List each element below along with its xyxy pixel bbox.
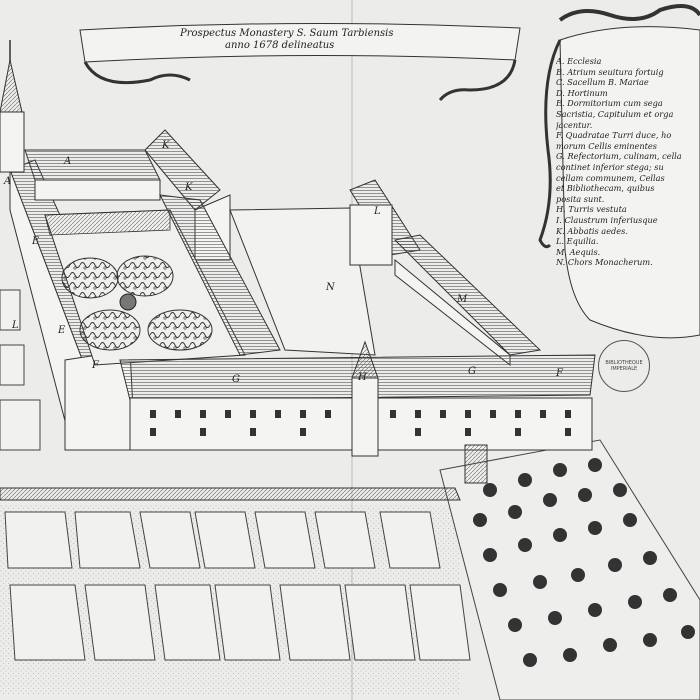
cloister-garden bbox=[44, 209, 246, 366]
plan-label: K bbox=[185, 182, 193, 193]
legend-entry: C. Sacellum B. Mariae bbox=[556, 77, 649, 88]
plan-label: A bbox=[4, 176, 12, 187]
plan-label: E bbox=[58, 325, 66, 336]
legend-entry: E. Dormitorium cum sega bbox=[556, 98, 663, 109]
plan-label: K bbox=[162, 140, 170, 151]
legend-entry: posita sunt. bbox=[556, 193, 605, 204]
garden-plots bbox=[0, 505, 471, 695]
old-tower bbox=[351, 340, 379, 457]
legend-entry: I. Claustrum inferiusque bbox=[556, 214, 658, 225]
title-banner bbox=[79, 22, 521, 102]
monks-courtyard bbox=[229, 207, 376, 356]
plan-label: L bbox=[12, 320, 19, 331]
legend-entry: N. Chors Monacherum. bbox=[556, 257, 653, 268]
plan-label: G bbox=[468, 366, 476, 377]
striped-gate bbox=[464, 444, 488, 484]
plan-label: F bbox=[556, 368, 563, 379]
plan-label: H bbox=[358, 372, 367, 383]
legend-entry: L. Equilia. bbox=[556, 236, 599, 247]
plan-label: M bbox=[457, 294, 468, 305]
legend-entry: jacentur. bbox=[556, 119, 593, 130]
legend-entry: F. Quadratae Turri duce, ho bbox=[556, 130, 672, 141]
church-tower bbox=[0, 40, 25, 173]
legend-entry: cellam communem, Cellas bbox=[556, 172, 665, 183]
plan-label: G bbox=[232, 374, 240, 385]
legend-entry: G. Refectorium, culinam, cella bbox=[556, 151, 682, 162]
library-stamp: BIBLIOTHEQUE IMPERIALE bbox=[598, 340, 650, 392]
banner-line2: anno 1678 delineatus bbox=[225, 40, 335, 51]
legend-entry: B. Atrium seuitura fortuig bbox=[556, 66, 664, 77]
outer-wall bbox=[0, 487, 461, 501]
left-fields bbox=[0, 289, 41, 451]
plan-label: A bbox=[64, 156, 72, 167]
plan-label: E bbox=[32, 236, 40, 247]
legend-entry: et Bibliothecam, quibus bbox=[556, 183, 655, 194]
legend-entry: morum Cellis eminentes bbox=[556, 140, 657, 151]
banner-line1: Prospectus Monastery S. Saum Tarbiensis bbox=[180, 28, 394, 39]
legend-cartouche bbox=[538, 4, 700, 339]
legend-entry: K. Abbatis aedes. bbox=[556, 225, 628, 236]
legend-entry: A. Ecclesia bbox=[556, 56, 602, 66]
legend-entry: D. Hortinum bbox=[556, 87, 608, 98]
stables bbox=[349, 179, 542, 367]
legend-entry: Sacristia, Capitulum et orga bbox=[556, 108, 674, 119]
plan-label: N bbox=[326, 282, 335, 293]
legend-entry: continet inferior stega; su bbox=[556, 161, 664, 172]
east-inner-wing bbox=[159, 194, 281, 356]
legend-entry: M. Aequis. bbox=[556, 246, 601, 257]
north-wing bbox=[24, 149, 161, 201]
orchard-trees bbox=[473, 458, 695, 667]
plan-label: F bbox=[92, 360, 99, 371]
legend-list: A. Ecclesia B. Atrium seuitura fortuig C… bbox=[556, 56, 700, 268]
legend-entry: H. Turris vestuta bbox=[556, 204, 627, 215]
plan-label: L bbox=[374, 206, 381, 217]
